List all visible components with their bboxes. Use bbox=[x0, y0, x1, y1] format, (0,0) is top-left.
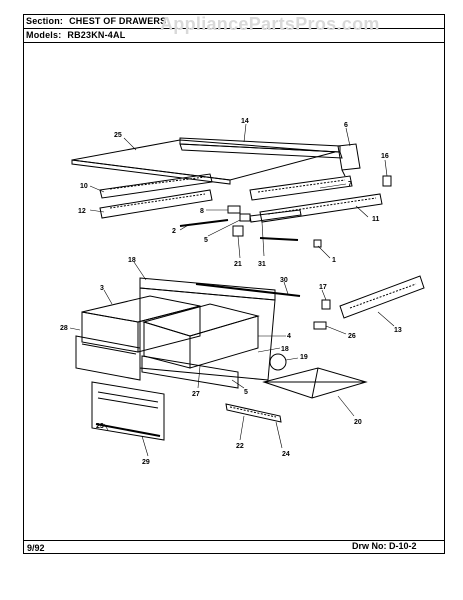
part-17-clip bbox=[321, 299, 331, 310]
diagram-frame bbox=[23, 14, 445, 554]
drawing-label: Drw No: bbox=[352, 541, 387, 551]
callout-6: 6 bbox=[344, 122, 348, 129]
footer-date: 9/92 bbox=[27, 543, 45, 553]
part-1-screw bbox=[313, 239, 322, 248]
part-24-rail bbox=[225, 403, 282, 423]
callout-28: 28 bbox=[60, 325, 68, 332]
models-header: Models: RB23KN-4AL bbox=[26, 30, 125, 40]
callout-5-lower: 5 bbox=[244, 389, 248, 396]
part-7-right-slide bbox=[249, 175, 353, 201]
callout-20: 20 bbox=[354, 419, 362, 426]
callout-labels: 25 14 6 16 10 12 7 11 8 2 5 21 31 1 18 3… bbox=[60, 118, 402, 466]
part-4-right-drawer bbox=[142, 303, 260, 369]
models-label: Models: bbox=[26, 30, 62, 40]
callout-11: 11 bbox=[372, 216, 380, 223]
callout-3: 3 bbox=[100, 285, 104, 292]
callout-2: 2 bbox=[172, 228, 176, 235]
models-value: RB23KN-4AL bbox=[67, 30, 126, 40]
callout-18-lower: 18 bbox=[281, 346, 289, 353]
part-5-guide bbox=[239, 213, 251, 222]
part-5-right-drawer-front bbox=[141, 355, 239, 389]
callout-26: 26 bbox=[348, 333, 356, 340]
part-13-lower-rail bbox=[339, 275, 425, 319]
part-12-left-slide-lower bbox=[99, 189, 213, 219]
section-header: Section: CHEST OF DRAWERS bbox=[26, 16, 166, 26]
part-2-rod bbox=[179, 219, 229, 227]
callout-21: 21 bbox=[234, 261, 242, 268]
part-8-stop bbox=[227, 205, 241, 214]
section-value: CHEST OF DRAWERS bbox=[69, 16, 167, 26]
callout-12: 12 bbox=[78, 208, 86, 215]
part-10-left-slide bbox=[99, 173, 213, 199]
models-divider bbox=[23, 42, 445, 43]
callout-25: 25 bbox=[114, 132, 122, 139]
part-14-rear-rail bbox=[179, 137, 343, 159]
callout-8: 8 bbox=[200, 208, 204, 215]
header-divider bbox=[23, 28, 445, 29]
part-31-track bbox=[249, 209, 302, 223]
part-18-chest-frame bbox=[139, 277, 276, 381]
part-29-trim bbox=[95, 423, 161, 437]
part-25-shelf-glass bbox=[71, 139, 336, 185]
callout-30: 30 bbox=[280, 277, 288, 284]
callout-4: 4 bbox=[287, 333, 291, 340]
callout-22: 22 bbox=[236, 443, 244, 450]
part-26-bracket bbox=[313, 321, 327, 330]
callout-10: 10 bbox=[80, 183, 88, 190]
part-23-crisper-cover bbox=[91, 381, 165, 441]
part-6-bracket bbox=[337, 143, 361, 177]
callout-5-upper: 5 bbox=[204, 237, 208, 244]
part-20-tray-frame bbox=[262, 367, 368, 399]
footer-divider bbox=[23, 540, 445, 541]
part-28-left-drawer-front bbox=[75, 335, 141, 381]
callout-17: 17 bbox=[319, 284, 327, 291]
callout-19: 19 bbox=[300, 354, 308, 361]
watermark: AppliancePartsPros.com bbox=[160, 14, 380, 34]
callout-16: 16 bbox=[381, 153, 389, 160]
callout-24: 24 bbox=[282, 451, 290, 458]
callout-14: 14 bbox=[241, 118, 249, 125]
part-rod-b bbox=[259, 237, 299, 241]
callout-31: 31 bbox=[258, 261, 266, 268]
callout-1: 1 bbox=[332, 257, 336, 264]
callout-7: 7 bbox=[348, 181, 352, 188]
section-label: Section: bbox=[26, 16, 64, 26]
callout-18: 18 bbox=[128, 257, 136, 264]
part-3-left-drawer bbox=[81, 295, 201, 353]
part-19-knob bbox=[269, 353, 287, 371]
callout-27: 27 bbox=[192, 391, 200, 398]
footer-drawing-number: Drw No: D-10-2 bbox=[352, 541, 417, 551]
callout-29: 29 bbox=[142, 459, 150, 466]
part-30-rod bbox=[195, 283, 301, 297]
part-21-hinge bbox=[232, 225, 244, 237]
leader-lines bbox=[69, 123, 395, 457]
drawing-value: D-10-2 bbox=[389, 541, 417, 551]
callout-23: 23 bbox=[96, 423, 104, 430]
callout-13: 13 bbox=[394, 327, 402, 334]
part-16-clip bbox=[382, 175, 392, 187]
